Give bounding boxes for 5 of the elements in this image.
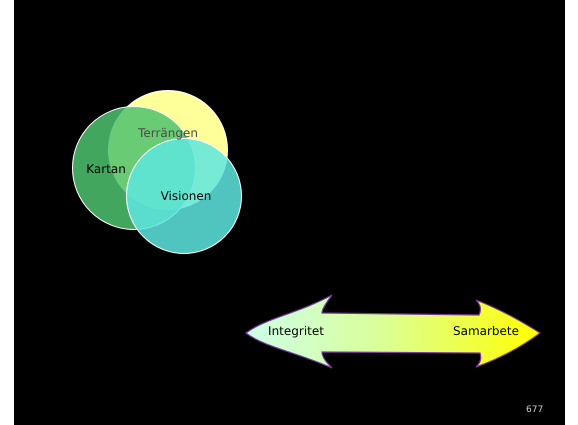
node-label: Samarbete: [452, 324, 520, 338]
page-number: 677: [526, 405, 544, 415]
node-label: Kartan: [86, 162, 126, 176]
node-label: Integritet: [268, 324, 324, 338]
node-label: Visionen: [160, 189, 212, 203]
